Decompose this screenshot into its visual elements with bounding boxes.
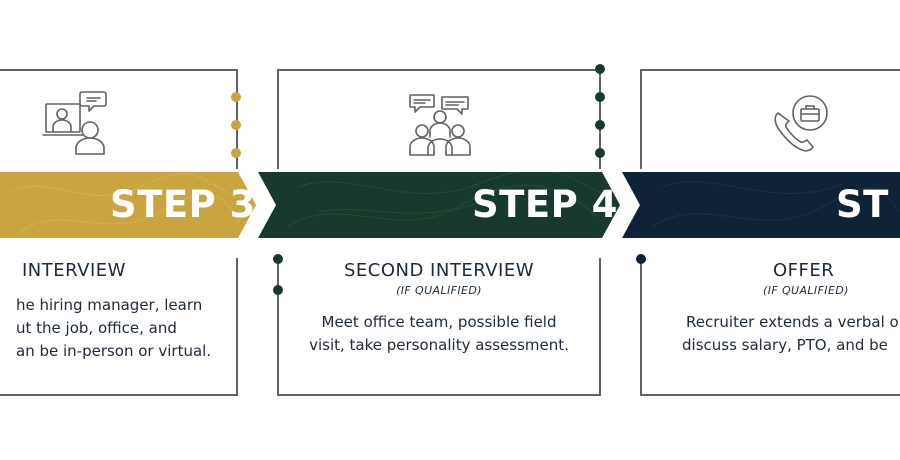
group-discussion-icon [409, 94, 471, 156]
step4-connector-dot [273, 254, 283, 264]
step3-description-line: an be in-person or virtual. [16, 342, 212, 360]
step3-description-line: ut the job, office, and [16, 319, 177, 337]
step4-bottom-frame [277, 258, 601, 396]
step3-banner: STEP 3 [0, 172, 256, 238]
step4-description-line: visit, take personality assessment. [309, 336, 569, 354]
step4-connector-dot [595, 92, 605, 102]
step4-title: SECOND INTERVIEW [343, 260, 535, 281]
step4-label: STEP 4 [472, 183, 618, 226]
step5-label: ST [836, 183, 889, 226]
step5-subtitle: (IF QUALIFIED) [763, 284, 849, 297]
step3-bottom-frame [0, 258, 238, 396]
step4-connector-dot [595, 64, 605, 74]
step5-description-line: Recruiter extends a verbal o [686, 313, 899, 331]
step4-subtitle: (IF QUALIFIED) [396, 284, 482, 297]
phone-briefcase-icon [774, 95, 828, 152]
step4-top-frame [277, 69, 601, 169]
step4-description-line: Meet office team, possible field [321, 313, 557, 331]
step3-title: INTERVIEW [22, 260, 126, 281]
step4-connector-dot [273, 285, 283, 295]
step5-connector-dot [636, 254, 646, 264]
step5-banner: ST [622, 172, 900, 238]
step3-label: STEP 3 [110, 183, 256, 226]
step3-connector-dot [231, 148, 241, 158]
step3-connector-dot [231, 92, 241, 102]
step5-top-frame [640, 69, 900, 169]
step4-connector-dot [595, 120, 605, 130]
step5-bottom-frame [640, 258, 900, 396]
step4-connector-dot [595, 148, 605, 158]
step4-banner: STEP 4 [258, 172, 620, 238]
step3-top-frame [0, 69, 238, 169]
step5-description-line: discuss salary, PTO, and be [682, 336, 888, 354]
step3-connector-dot [231, 120, 241, 130]
step5-title: OFFER [773, 260, 835, 281]
step3-description-line: he hiring manager, learn [16, 296, 203, 314]
video-call-icon [42, 91, 107, 155]
